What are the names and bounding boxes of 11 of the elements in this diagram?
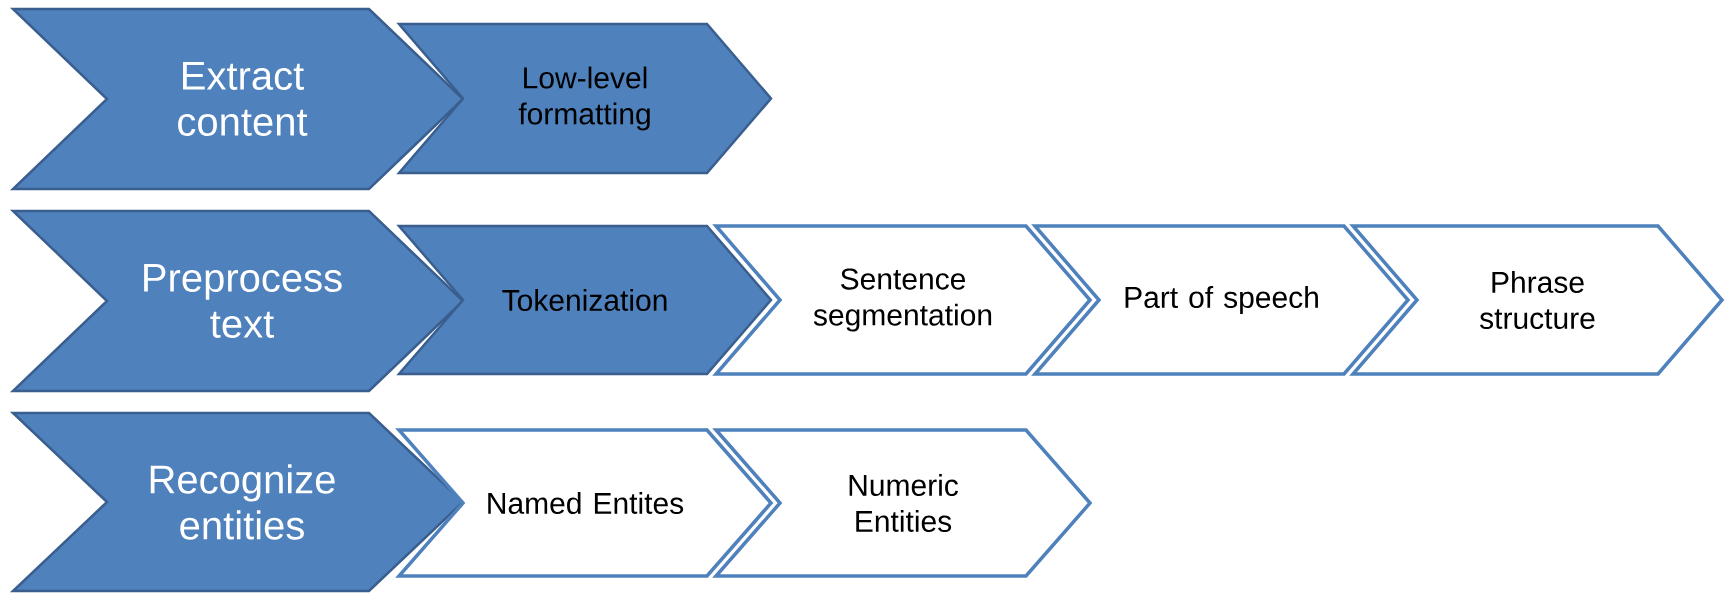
node-label: Named Entites [488, 491, 684, 515]
chevron-step: Sentence segmentation [712, 224, 1093, 376]
chevron-step: Part of speech [1031, 224, 1411, 376]
chevron-step: Tokenization [396, 224, 773, 376]
chevron-step: Numeric Entities [712, 428, 1093, 578]
chevron-step: Extract content [9, 7, 465, 191]
chevron-step: Recognize entities [9, 411, 465, 593]
chevron-step: Low-level formatting [396, 22, 773, 175]
chevron-step: Phrase structure [1349, 224, 1725, 376]
chevron-step: Preprocess text [9, 209, 465, 393]
chevron-step: Named Entites [395, 428, 774, 578]
